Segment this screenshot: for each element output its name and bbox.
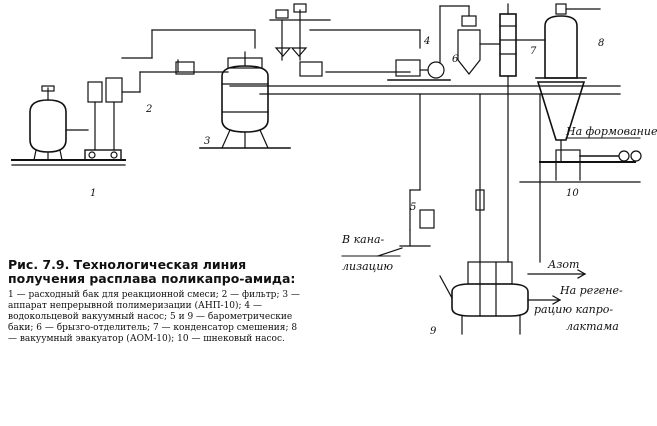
callout-8: 8 [598, 38, 604, 49]
callout-5: 5 [410, 202, 416, 213]
floor-lines [11, 159, 641, 183]
callout-numbers: 1 2 3 4 5 6 7 8 9 10 [90, 36, 604, 337]
vacuum-pump-4 [387, 59, 451, 81]
figure-caption: Рис. 7.9. Технологическая линия получени… [8, 258, 304, 345]
barometric-tank-9 [439, 261, 586, 335]
filter-2 [65, 71, 141, 161]
vacuum-evacuator-8 [515, 3, 601, 163]
callout-1: 1 [90, 188, 96, 199]
label-to-regen-3: лактама [566, 320, 619, 333]
top-fittings [175, 3, 331, 77]
callout-2: 2 [145, 104, 152, 115]
label-to-sewer-2: лизацию [342, 260, 393, 273]
barometric-tank-5 [377, 209, 435, 257]
flow-labels: На формование В кана- лизацию Азот На ре… [341, 125, 657, 333]
spray-separator-6 [439, 5, 481, 75]
label-to-sewer-1: В кана- [341, 233, 385, 246]
caption-title: Рис. 7.9. Технологическая линия получени… [8, 257, 296, 286]
polymerisation-apparatus-3 [199, 51, 291, 149]
label-to-regen-2: рацию капро- [534, 303, 613, 316]
transfer-pipes [121, 29, 421, 73]
label-to-regen-1: На регене- [559, 284, 623, 297]
callout-4: 4 [423, 36, 430, 47]
screw-pump-10 [555, 149, 642, 181]
callout-6: 6 [452, 54, 459, 65]
mixing-condenser-7 [479, 3, 517, 263]
header-pipes [229, 85, 621, 263]
caption-legend: 1 — расходный бак для реакционной смеси;… [8, 290, 300, 344]
label-nitrogen: Азот [547, 258, 579, 271]
feed-tank-1 [29, 85, 67, 161]
callout-3: 3 [204, 136, 210, 147]
callout-10: 10 [566, 188, 579, 199]
callout-7: 7 [530, 46, 537, 57]
callout-9: 9 [430, 326, 437, 337]
label-to-forming: На формование [565, 125, 657, 138]
